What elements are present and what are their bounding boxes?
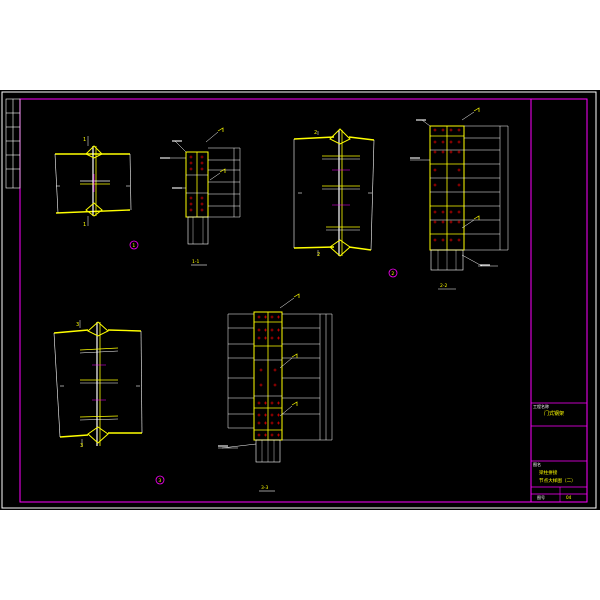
detail-number-1-circle [129,240,139,250]
detail-2-elevation: 2 2 2 [293,128,398,278]
view-title-3-3: 3-3 [261,485,268,491]
view-title-1-1: 1-1 [192,259,199,265]
section-1-1-view: 1-1 [170,131,241,266]
weld-flag-mark [293,293,300,298]
weld-flag-mark [473,215,480,220]
title-project-name: 门式钢架 [544,410,564,417]
section-mark-1-top: 1 [83,137,86,143]
weld-flag-mark [291,401,298,406]
weld-flag-mark [473,107,480,112]
view-title-2-2: 2-2 [440,283,447,289]
detail-number-2-circle [388,268,398,278]
section-mark-3-bottom: 3 [80,443,83,449]
weld-flag-mark [291,353,298,358]
weld-flag-mark [217,127,224,132]
detail-number-3: 3 [158,478,161,484]
section-2-2-view: 2-2 [410,111,509,290]
title-block: 工程名称 门式钢架 图名 梁柱拼接 节点大样图（二） 图号 04 [530,99,587,502]
title-sheet-label: 图号 [537,494,545,500]
title-project-label: 工程名称 [533,403,549,409]
title-drawing-label: 图名 [533,461,541,467]
detail-number-1: 1 [132,243,135,249]
section-3-3-view: 3-3 [218,297,333,492]
inner-border [19,98,588,503]
drawing-background [0,90,600,510]
title-drawing-name-1: 梁柱拼接 [539,469,558,476]
detail-number-3-circle [155,475,165,485]
outer-frame [1,91,597,509]
section-mark-2-bottom: 2 [317,252,320,258]
section-mark-2-top: 2 [314,130,317,136]
title-drawing-name-2: 节点大样图（二） [539,477,576,484]
section-mark-3-top: 3 [76,322,79,328]
detail-number-2: 2 [391,271,394,277]
section-mark-1-bottom: 1 [83,222,86,228]
detail-1-elevation: 1 1 1 [54,136,139,250]
weld-flag-mark [219,168,226,173]
binding-strip [5,98,21,189]
title-sheet-number: 04 [566,495,572,500]
detail-3-elevation: 3 3 3 [53,320,165,485]
generated-detail-marks [56,107,490,447]
